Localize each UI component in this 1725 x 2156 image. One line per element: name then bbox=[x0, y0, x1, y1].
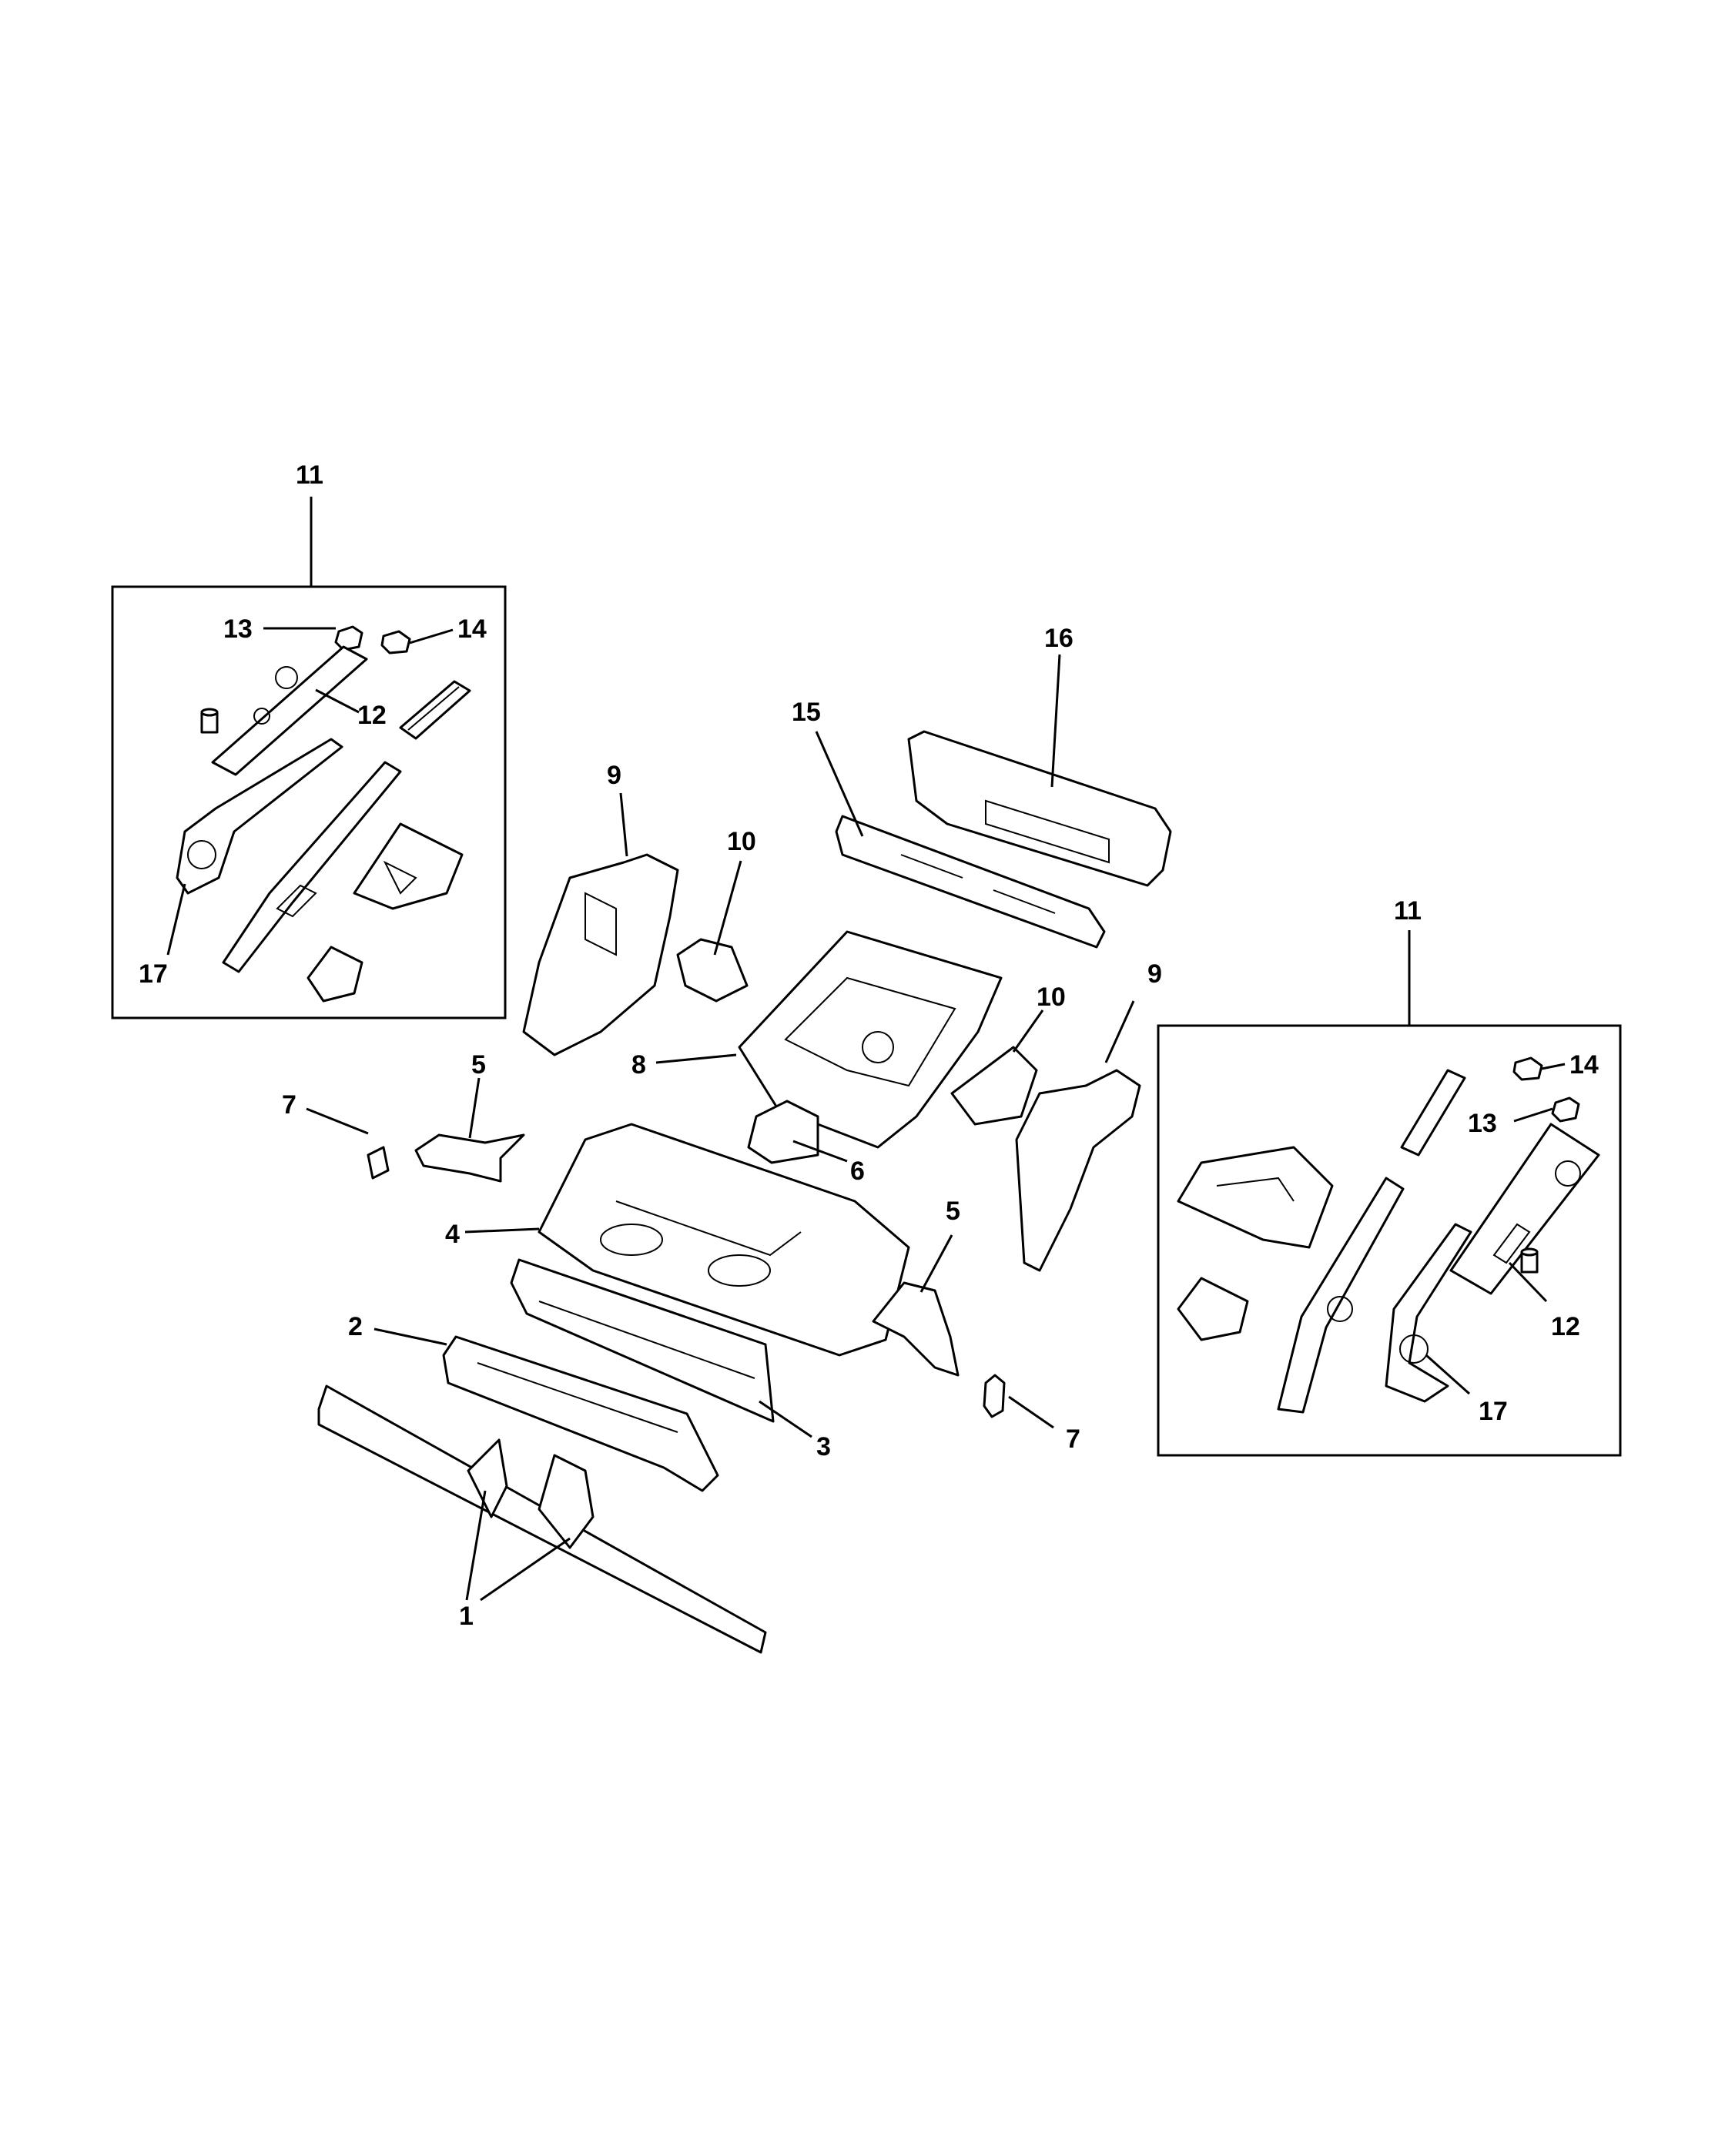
part-9-wheelhouse-left bbox=[522, 792, 679, 1056]
part-5-brace-left bbox=[414, 1077, 525, 1183]
inset-left-part-17 bbox=[166, 738, 343, 956]
callout-14-left: 14 bbox=[457, 614, 487, 644]
inset-right-bracket-small bbox=[1177, 1277, 1249, 1341]
callout-16: 16 bbox=[1044, 624, 1074, 653]
part-4-center-floor-pan bbox=[464, 1123, 910, 1357]
part-5-brace-right bbox=[872, 1234, 960, 1377]
part-15-crossmember bbox=[815, 731, 1106, 949]
callout-10-right: 10 bbox=[1037, 983, 1066, 1012]
callout-11-right: 11 bbox=[1394, 896, 1422, 926]
inset-right-part-12 bbox=[1449, 1123, 1600, 1303]
callout-7-right: 7 bbox=[1066, 1424, 1080, 1454]
part-9-wheelhouse-right bbox=[1015, 1000, 1141, 1272]
callout-14-right: 14 bbox=[1569, 1050, 1599, 1080]
callout-labels: 11 13 14 12 17 16 15 9 10 10 9 8 5 7 6 4… bbox=[139, 460, 1599, 1631]
inset-right-bracket-large bbox=[1177, 1146, 1334, 1249]
inset-left-bushing bbox=[200, 708, 219, 734]
inset-box-right bbox=[1157, 930, 1622, 1457]
callout-12-right: 12 bbox=[1551, 1312, 1580, 1341]
part-3-panel bbox=[510, 1258, 812, 1438]
part-7-clip-left bbox=[306, 1107, 390, 1180]
inset-left-part-14 bbox=[380, 628, 454, 654]
callout-5-left: 5 bbox=[471, 1050, 486, 1080]
part-10-bracket-right bbox=[950, 1009, 1044, 1126]
callout-9-right: 9 bbox=[1147, 959, 1162, 989]
part-6-center-bracket bbox=[747, 1100, 848, 1164]
callout-17-right: 17 bbox=[1479, 1397, 1508, 1426]
callout-12-left: 12 bbox=[357, 701, 387, 730]
inset-right-rail-small bbox=[1400, 1069, 1466, 1157]
inset-left-bracket bbox=[353, 822, 464, 910]
callout-13-right: 13 bbox=[1468, 1109, 1497, 1138]
callout-15: 15 bbox=[792, 698, 821, 727]
callout-11-left: 11 bbox=[296, 460, 323, 490]
inset-right-part-14 bbox=[1512, 1056, 1566, 1081]
callout-4: 4 bbox=[445, 1220, 460, 1249]
callout-13-left: 13 bbox=[223, 614, 253, 644]
inset-left-rail-small bbox=[399, 680, 471, 740]
callout-6: 6 bbox=[850, 1157, 865, 1186]
callout-10-left: 10 bbox=[727, 827, 756, 856]
inset-right-part-13 bbox=[1513, 1096, 1580, 1123]
inset-right-bushing bbox=[1520, 1247, 1539, 1274]
callout-9-left: 9 bbox=[607, 761, 621, 790]
inset-left-part-12 bbox=[211, 645, 368, 776]
callout-1: 1 bbox=[459, 1602, 474, 1631]
callout-2: 2 bbox=[348, 1312, 363, 1341]
part-1-crossbar bbox=[317, 1384, 767, 1654]
part-16-rear-panel bbox=[907, 654, 1172, 887]
part-10-bracket-left bbox=[676, 860, 749, 1003]
callout-17-left: 17 bbox=[139, 959, 168, 989]
callout-8: 8 bbox=[631, 1050, 646, 1080]
callout-3: 3 bbox=[816, 1432, 831, 1461]
inset-left-part-13 bbox=[263, 625, 363, 651]
inset-right-part-17 bbox=[1385, 1223, 1472, 1403]
inset-right-long-rail bbox=[1277, 1177, 1405, 1414]
inset-box-left bbox=[111, 497, 507, 1019]
part-7-clip-right bbox=[983, 1374, 1054, 1429]
callout-7-left: 7 bbox=[282, 1090, 296, 1120]
part-2-lower-panel bbox=[373, 1327, 719, 1492]
inset-left-long-rail bbox=[222, 761, 402, 973]
callout-5-right: 5 bbox=[946, 1197, 960, 1226]
inset-left-small-bracket bbox=[306, 946, 363, 1003]
